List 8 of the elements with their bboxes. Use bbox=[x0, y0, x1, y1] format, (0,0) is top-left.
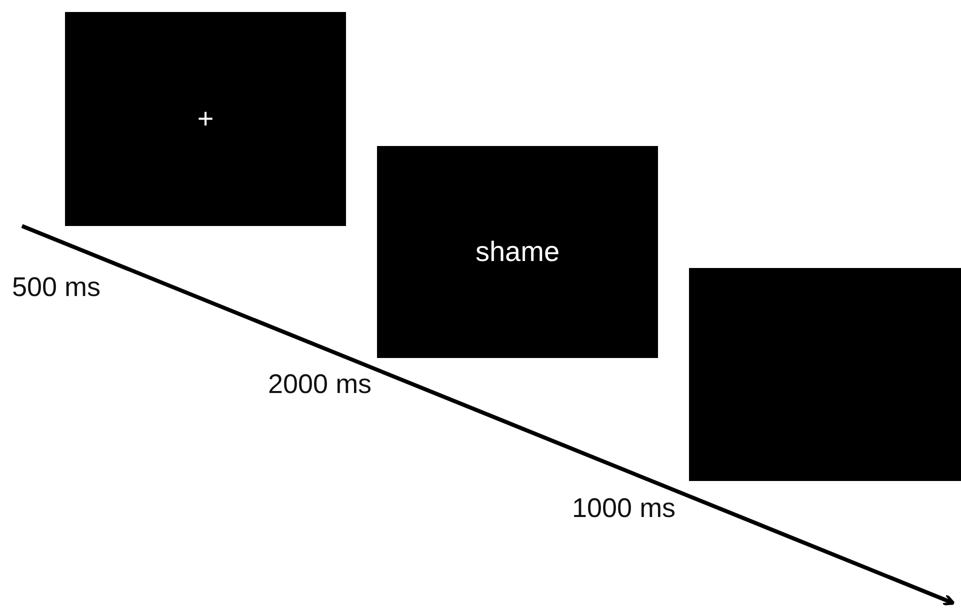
stimulus-word: shame bbox=[475, 236, 560, 268]
fixation-cross: + bbox=[197, 103, 214, 135]
duration-label: 1000 ms bbox=[572, 493, 676, 524]
duration-label: 500 ms bbox=[12, 272, 101, 303]
blank-screen bbox=[689, 268, 961, 481]
stimulus-screen bbox=[377, 146, 658, 358]
duration-label: 2000 ms bbox=[268, 369, 372, 400]
stimulus-screen bbox=[65, 12, 346, 226]
